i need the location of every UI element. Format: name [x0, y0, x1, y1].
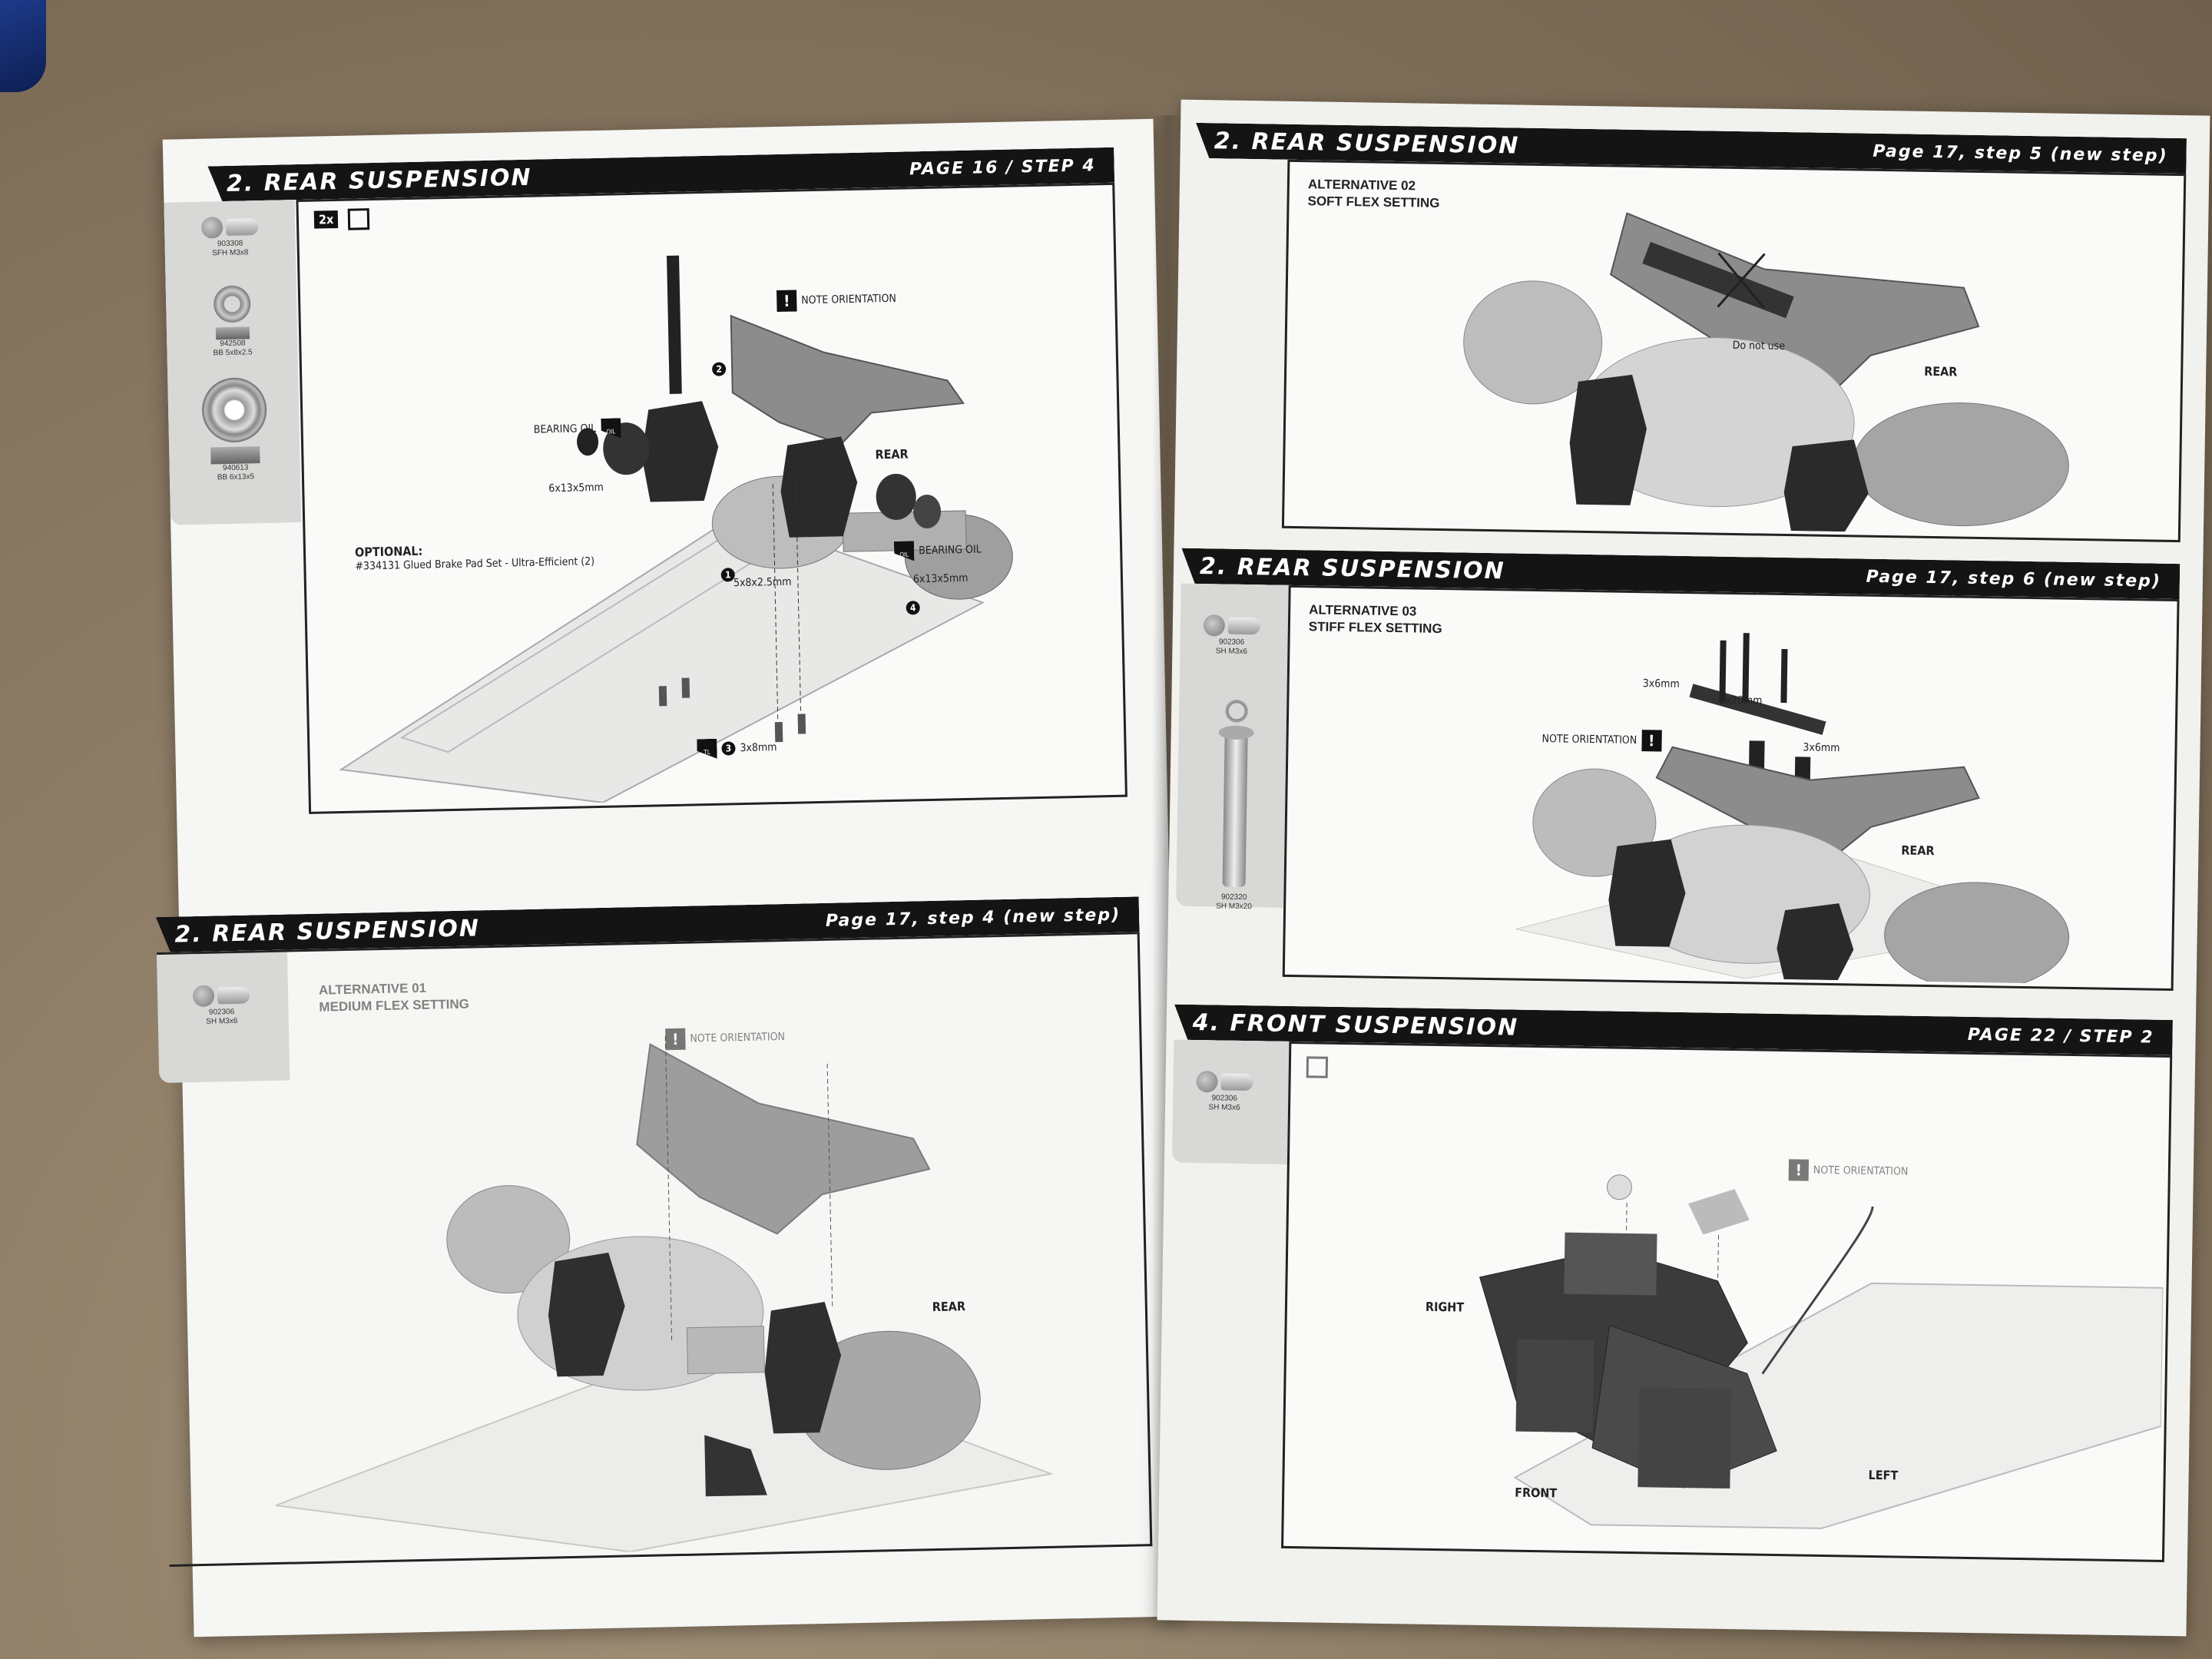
part-940613: 940613 BB 6x13x5	[201, 376, 268, 483]
do-not-use-label: Do not use	[1732, 339, 1786, 353]
manual-page-right: 2. REAR SUSPENSION Page 17, step 5 (new …	[1157, 99, 2210, 1637]
step-illustration-box: ALTERNATIVE 01 MEDIUM FLEX SETTING !NOTE…	[156, 932, 1153, 1567]
step-ref: PAGE 16 / STEP 4	[909, 155, 1096, 179]
socket-head-screw-icon	[1203, 614, 1261, 638]
part-902320: 902320 SH M3x20	[1216, 699, 1255, 912]
countersunk-screw-icon	[200, 216, 259, 240]
step-illustration-box: 2x !	[296, 182, 1128, 814]
manual-page-left: 2. REAR SUSPENSION PAGE 16 / STEP 4 9033…	[163, 118, 1185, 1637]
parts-sidebar: 903308 SFH M3x8 942508 BB 5x8x2.5 940613…	[164, 200, 302, 525]
bearing-size-5x8: 5x8x2.5mm	[733, 575, 792, 590]
part-942508: 942508 BB 5x8x2.5	[212, 285, 253, 358]
alternative-02-assembly-drawing	[1463, 212, 2069, 532]
ball-bearing-icon	[201, 376, 267, 443]
step-number: 4	[906, 601, 925, 615]
note-orientation-callout: NOTE ORIENTATION!	[1541, 728, 1666, 752]
step-illustration-box: ALTERNATIVE 02 SOFT FLEX SETTING Do not …	[1281, 159, 2187, 543]
left-label: LEFT	[1868, 1467, 1899, 1483]
optional-label: OPTIONAL:	[354, 543, 423, 560]
note-orientation-callout: !NOTE ORIENTATION	[1788, 1159, 1909, 1182]
alternative-03-assembly-drawing	[1515, 633, 2070, 985]
step-ref: Page 17, step 5 (new step)	[1873, 141, 2168, 166]
step-title: 2. REAR SUSPENSION	[1199, 552, 1505, 584]
oil-bottle-icon: OIL	[601, 418, 621, 439]
step-title: 4. FRONT SUSPENSION	[1192, 1008, 1519, 1041]
step-title: 2. REAR SUSPENSION	[1214, 127, 1520, 160]
step-illustration-box: ALTERNATIVE 03 STIFF FLEX SETTING 3x6mm …	[1282, 584, 2180, 992]
part-903308: 903308 SFH M3x8	[200, 216, 259, 259]
rear-label: REAR	[875, 446, 909, 462]
step-number: 1	[720, 568, 740, 582]
long-screw-icon	[1222, 733, 1249, 888]
step-ref: Page 17, step 6 (new step)	[1866, 567, 2162, 591]
front-label: FRONT	[1515, 1485, 1558, 1501]
parts-sidebar: 902306 SH M3x6	[1171, 1039, 1290, 1164]
rear-suspension-assembly-drawing	[339, 255, 1013, 803]
exclamation-icon: !	[777, 290, 797, 313]
screw-head-icon	[1225, 699, 1249, 724]
step-ref: PAGE 22 / STEP 2	[1967, 1025, 2154, 1048]
threadlock-icon: TL	[697, 739, 717, 760]
rear-label: REAR	[1924, 363, 1958, 379]
socket-head-screw-icon	[1196, 1071, 1253, 1094]
parts-sidebar: 902306 SH M3x6 902320 SH M3x20	[1176, 583, 1289, 911]
exclamation-icon: !	[1641, 730, 1662, 752]
bearing-size-right: 6x13x5mm	[912, 571, 969, 586]
screw-size-3x6-a: 3x6mm	[1642, 677, 1680, 690]
step-illustration-box: !NOTE ORIENTATION RIGHT LEFT FRONT	[1281, 1041, 2173, 1562]
screw-size-3x6-b: 3x6mm	[1803, 741, 1840, 755]
rear-label: REAR	[1901, 843, 1935, 859]
step-ref: Page 17, step 4 (new step)	[825, 905, 1121, 931]
note-orientation-callout: !NOTE ORIENTATION	[777, 288, 896, 313]
small-bearing-icon	[213, 285, 251, 323]
step-title: 2. REAR SUSPENSION	[174, 914, 481, 949]
part-902306: 902306 SH M3x6	[1196, 1071, 1253, 1113]
bearing-size-left: 6x13x5mm	[548, 481, 604, 495]
part-902306: 902306 SH M3x6	[1203, 614, 1261, 657]
exclamation-icon: !	[1788, 1159, 1810, 1181]
step-number: 2	[711, 362, 730, 376]
note-orientation-callout: !NOTE ORIENTATION	[665, 1026, 785, 1051]
screw-size-3x20: 3x20mm	[1719, 694, 1763, 707]
exclamation-icon: !	[665, 1028, 686, 1051]
front-suspension-assembly-drawing	[1479, 1174, 2164, 1529]
alternative-01-assembly-drawing	[275, 1036, 1055, 1553]
step-title: 2. REAR SUSPENSION	[226, 164, 532, 197]
rear-label: REAR	[932, 1299, 966, 1315]
right-label: RIGHT	[1425, 1299, 1465, 1315]
oil-bottle-icon: OIL	[894, 541, 915, 561]
blue-object-corner	[0, 0, 46, 92]
